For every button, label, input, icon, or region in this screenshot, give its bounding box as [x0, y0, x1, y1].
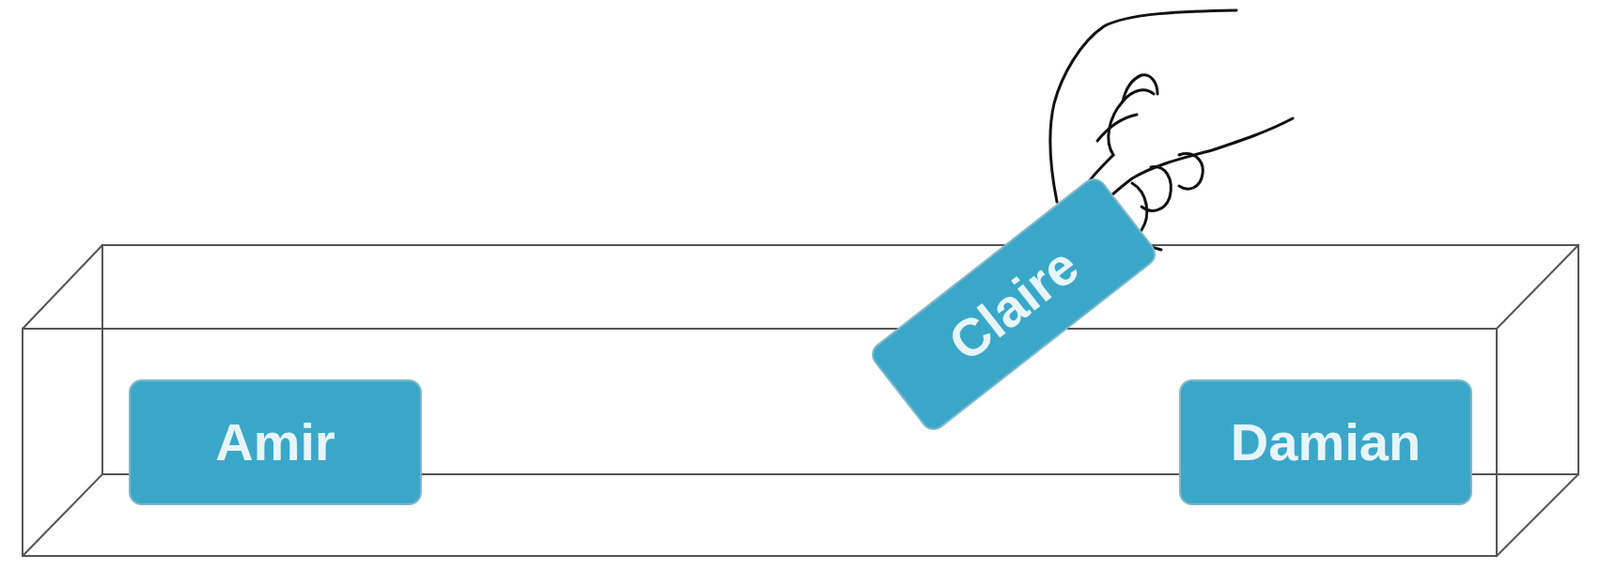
glass-box-wireframe [22, 245, 1579, 557]
name-tag: Damian [1179, 379, 1473, 506]
held-name-tag: Claire [866, 172, 1161, 435]
finger-tip [1122, 75, 1158, 102]
name-tag: Amir [128, 379, 422, 506]
person-name: Claire [939, 238, 1088, 371]
knuckle-1 [1179, 154, 1203, 189]
person-name: Damian [1230, 416, 1421, 469]
finger-line [1097, 114, 1137, 141]
person-name: Amir [215, 416, 336, 469]
box-back-face [102, 245, 1579, 475]
box-front-face [22, 328, 1497, 557]
